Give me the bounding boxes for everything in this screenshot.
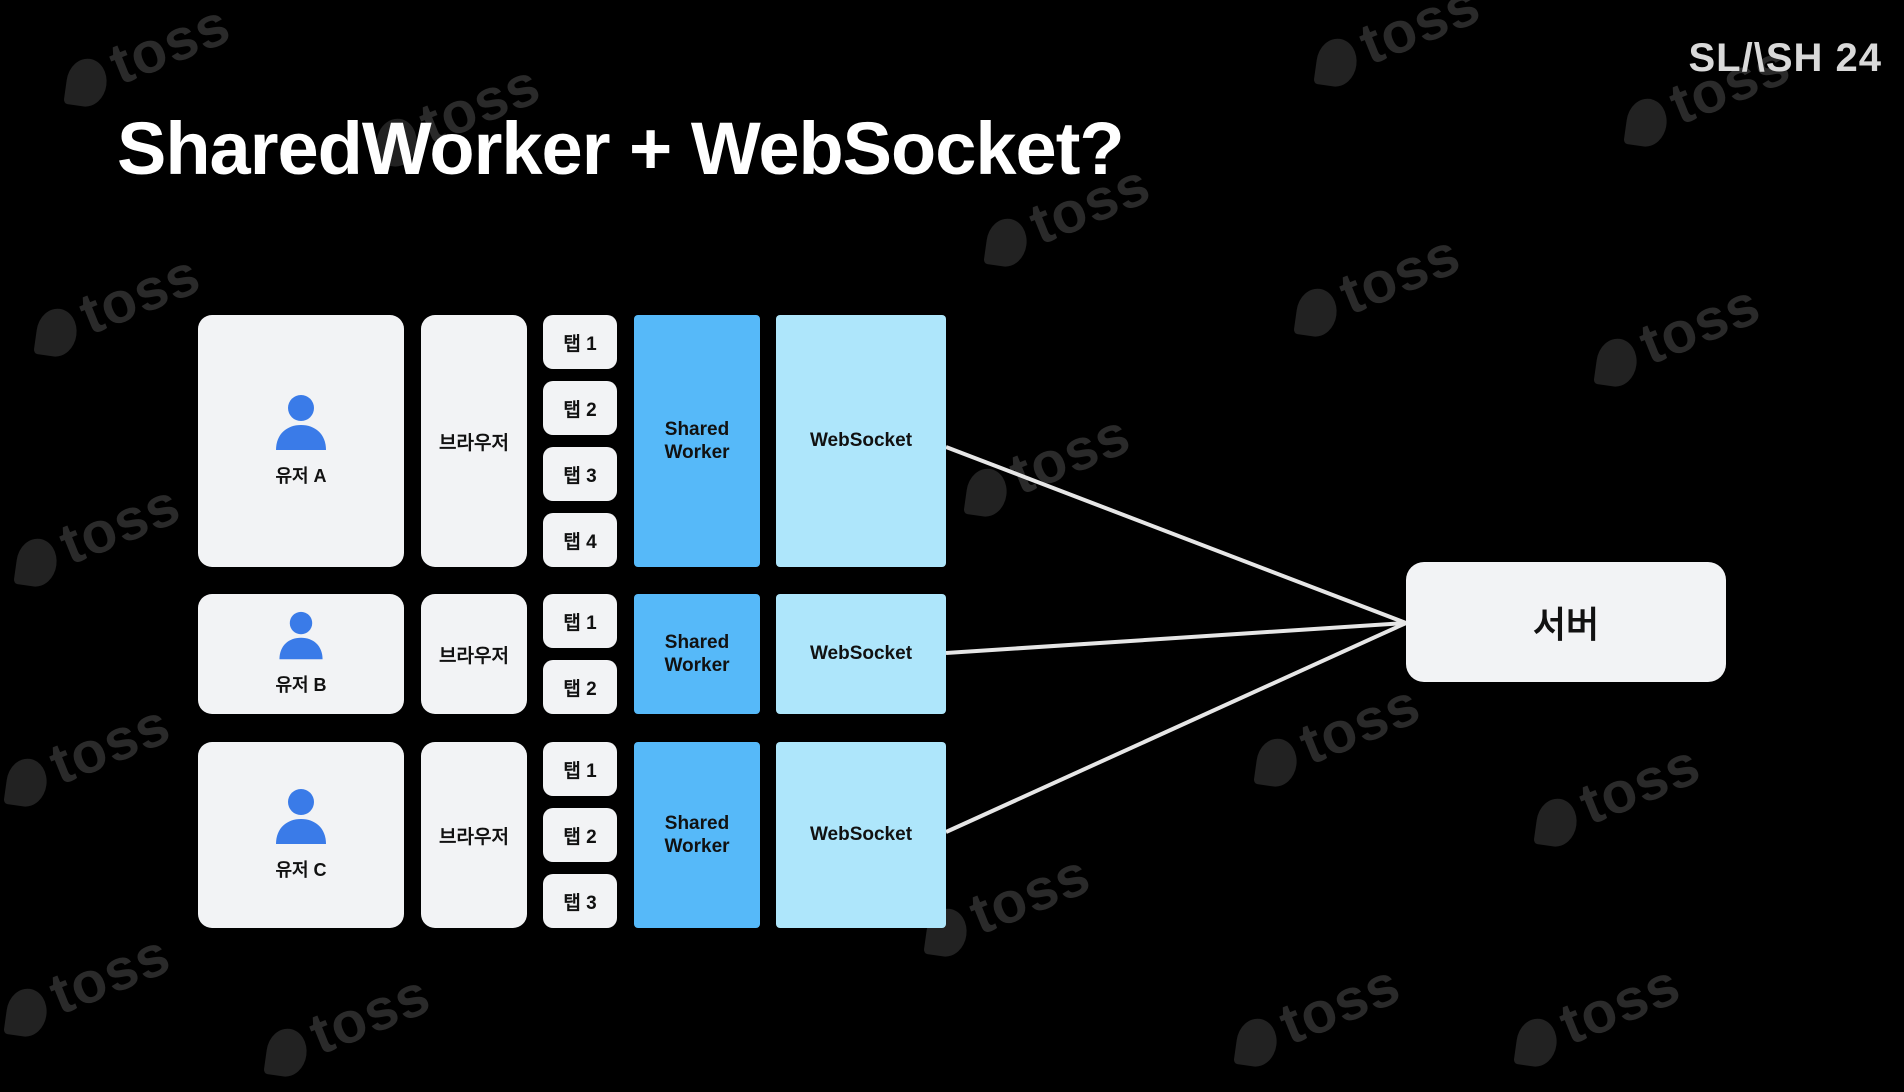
tab-box: 탭 2 bbox=[543, 808, 617, 862]
user-icon bbox=[279, 611, 323, 660]
websocket-box-a: WebSocket bbox=[776, 315, 946, 567]
tab-box: 탭 2 bbox=[543, 381, 617, 435]
tab-box: 탭 1 bbox=[543, 315, 617, 369]
user-box-a: 유저 A bbox=[198, 315, 404, 567]
user-label: 유저 B bbox=[275, 675, 327, 695]
browser-box-c: 브라우저 bbox=[421, 742, 527, 928]
websocket-box-b: WebSocket bbox=[776, 594, 946, 714]
user-icon bbox=[276, 789, 326, 844]
connection-line-a bbox=[945, 445, 1407, 625]
tab-box: 탭 2 bbox=[543, 660, 617, 714]
connection-line-c bbox=[945, 621, 1407, 834]
browser-box-b: 브라우저 bbox=[421, 594, 527, 714]
tab-box: 탭 3 bbox=[543, 447, 617, 501]
tab-box: 탭 4 bbox=[543, 513, 617, 567]
brand-logo: SL/\SH 24 bbox=[1688, 36, 1882, 80]
server-box: 서버 bbox=[1406, 562, 1726, 682]
shared-worker-box-a: Shared Worker bbox=[634, 315, 760, 567]
user-label: 유저 C bbox=[275, 860, 327, 880]
user-box-b: 유저 B bbox=[198, 594, 404, 714]
user-box-c: 유저 C bbox=[198, 742, 404, 928]
slide-title: SharedWorker + WebSocket? bbox=[117, 107, 1125, 190]
browser-box-a: 브라우저 bbox=[421, 315, 527, 567]
tab-box: 탭 3 bbox=[543, 874, 617, 928]
shared-worker-box-c: Shared Worker bbox=[634, 742, 760, 928]
tab-box: 탭 1 bbox=[543, 742, 617, 796]
user-icon bbox=[276, 395, 326, 450]
websocket-box-c: WebSocket bbox=[776, 742, 946, 928]
shared-worker-box-b: Shared Worker bbox=[634, 594, 760, 714]
user-label: 유저 A bbox=[275, 466, 327, 486]
connection-line-b bbox=[945, 621, 1407, 655]
tab-box: 탭 1 bbox=[543, 594, 617, 648]
